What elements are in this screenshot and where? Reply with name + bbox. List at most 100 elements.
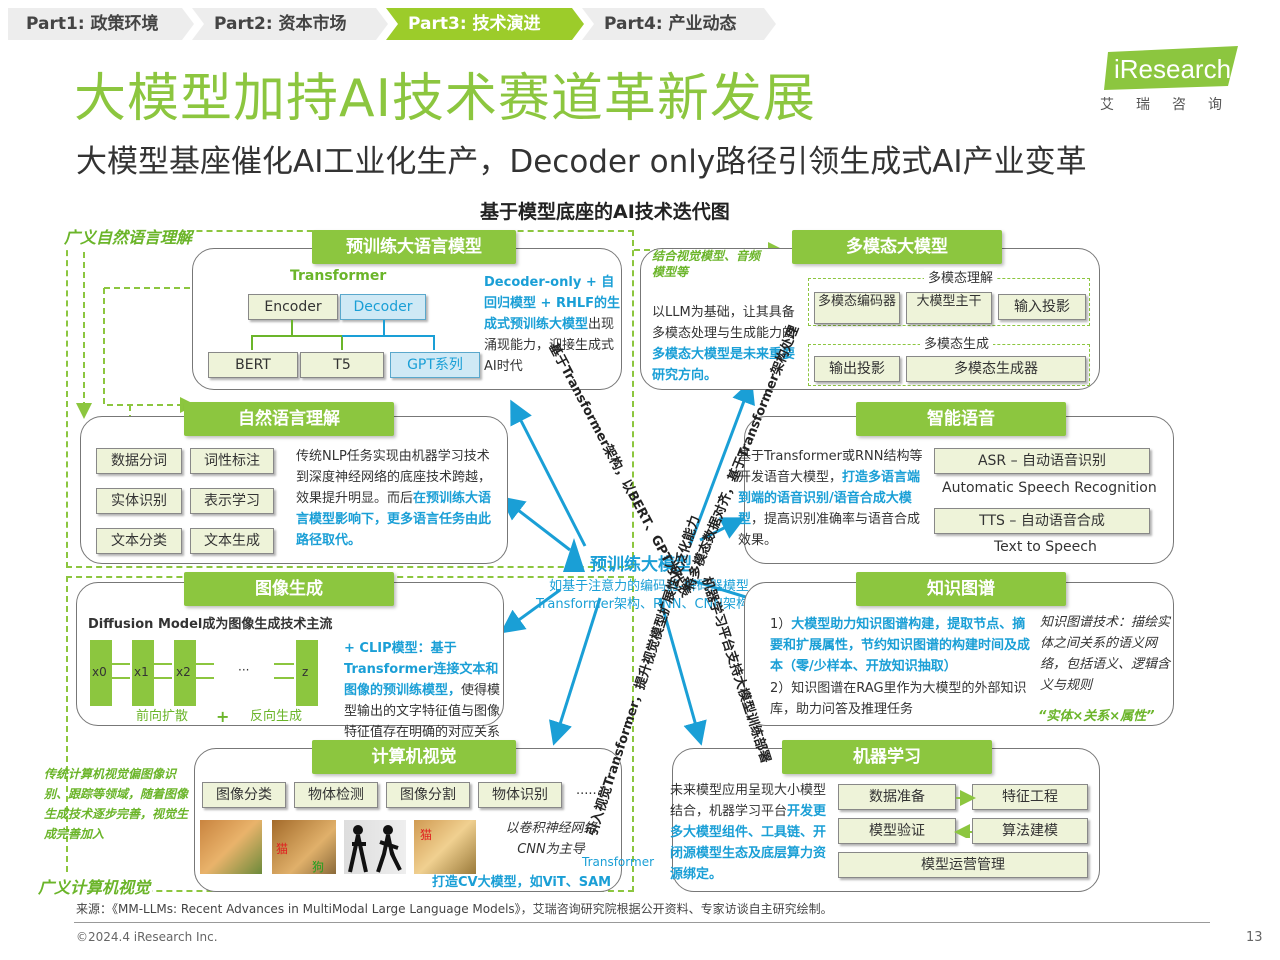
cv-bottom-highlight: 打造CV大模型，如ViT、SAM	[432, 875, 612, 890]
pretrain-llm-desc-plain: 出现涌现能力，迎接生成式AI时代	[484, 317, 615, 374]
nlu-desc-plain: 传统NLP任务实现由机器学习技术到深度神经网络的底座技术跨越，效果提升明显。而后	[296, 449, 492, 506]
cat-seg-label: 猫	[420, 828, 433, 842]
cv-more: ······	[576, 787, 601, 802]
diffusion-z: z	[302, 665, 309, 679]
page-number: 13	[1246, 930, 1263, 945]
nlu-chip-tokenize: 数据分词	[96, 448, 182, 474]
diffusion-headline: Diffusion Model成为图像生成技术主流	[88, 617, 333, 632]
pretrain-llm-desc: Decoder-only + 自回归模型 + RHLF的生成式预训练大模型出现涌…	[484, 272, 620, 377]
tts-chip: TTS – 自动语音合成	[934, 508, 1150, 534]
multimodal-desc: 以LLM为基础，让其具备多模态处理与生成能力的多模态大模型是未来重要研究方向。	[652, 302, 798, 386]
tts-english: Text to Speech	[994, 539, 1097, 555]
speech-desc-plain1: 基于Transformer或RNN结构等开发语音大模型，	[738, 449, 923, 485]
kg-point2: 2）知识图谱在RAG里作为大模型的外部知识库，助力问答及推理任务	[770, 681, 1027, 717]
cv-banner: 计算机视觉	[312, 740, 516, 774]
mm-understand-label: 多模态理解	[924, 268, 998, 289]
mm-input-proj-chip: 输入投影	[998, 294, 1086, 320]
mm-encoder-chip: 多模态编码器	[814, 292, 900, 324]
source-note: 来源：《MM-LLMs: Recent Advances in MultiMod…	[76, 902, 833, 916]
part-navigation: Part1: 政策环境 Part2: 资本市场 Part3: 技术演进 Part…	[8, 8, 778, 40]
ml-desc: 未来模型应用呈现大小模型结合，机器学习平台开发更多大模型组件、工具链、开闭源模型…	[670, 780, 832, 885]
diffusion-plus: +	[216, 707, 230, 726]
mm-generate-label: 多模态生成	[920, 334, 994, 355]
footer-divider	[74, 922, 1210, 923]
people-silhouette-image	[344, 820, 406, 874]
cv-chip-recognize: 物体识别	[478, 782, 562, 808]
speech-desc-highlight: 打造多语言端到端的语音识别/语音合成大模型	[738, 470, 921, 527]
encoder-chip: Encoder	[248, 294, 338, 320]
pretrain-llm-banner: 预训练大语言模型	[312, 230, 516, 264]
ml-banner: 机器学习	[782, 740, 992, 774]
cv-side-note: 传统计算机视觉偏图像识别、跟踪等领域，随着图像生成技术逐步完善，视觉生成完善加入	[44, 767, 189, 841]
asr-english: Automatic Speech Recognition	[942, 480, 1157, 496]
nlu-chip-repr: 表示学习	[190, 488, 274, 514]
ml-feature: 特征工程	[972, 784, 1088, 810]
ml-flow-arrows	[954, 790, 976, 838]
diffusion-x2: x2	[176, 665, 191, 679]
image-gen-banner: 图像生成	[184, 572, 394, 606]
gpt-chip: GPT系列	[390, 352, 480, 378]
broad-cv-label: 广义计算机视觉	[36, 874, 153, 898]
cat-dog-image: 猫 狗	[272, 820, 336, 874]
mm-generator-chip: 多模态生成器	[906, 356, 1086, 382]
nlu-banner: 自然语言理解	[184, 402, 394, 436]
cv-chip-detect: 物体检测	[294, 782, 378, 808]
svg-text:iResearch: iResearch	[1114, 54, 1231, 84]
ml-algo: 算法建模	[972, 818, 1088, 844]
cv-transformer-note: Transformer	[582, 855, 655, 869]
speech-banner: 智能语音	[856, 402, 1066, 436]
pretrain-llm-desc-highlight: Decoder-only + 自回归模型 + RHLF的生成式预训练大模型	[484, 275, 620, 332]
ml-desc-plain: 未来模型应用呈现大小模型结合，机器学习平台	[670, 783, 827, 819]
mm-output-proj-chip: 输出投影	[814, 356, 900, 382]
page-title: 大模型加持AI技术赛道革新发展	[74, 69, 816, 129]
cat-seg-image: 猫	[414, 820, 476, 874]
cnn-note: 以卷积神经网络CNN为主导	[505, 821, 597, 857]
kg-banner: 知识图谱	[856, 572, 1066, 606]
cv-chip-segment: 图像分割	[386, 782, 470, 808]
diffusion-bar-x1	[132, 640, 154, 706]
diffusion-bar-x2	[174, 640, 196, 706]
bert-chip: BERT	[208, 352, 298, 378]
kg-point1: 1）大模型助力知识图谱构建，提取节点、摘要和扩展属性，节约知识图谱的构建时间及成…	[770, 614, 1032, 677]
kg-point1-highlight: 大模型助力知识图谱构建，提取节点、摘要和扩展属性，节约知识图谱的构建时间及成本（…	[770, 617, 1031, 674]
clip-desc-highlight: + CLIP模型：基于Transformer连接文本和图像的预训练模型，	[344, 641, 499, 698]
decoder-chip: Decoder	[340, 294, 426, 320]
kg-side-desc: 知识图谱技术：描绘实体之间关系的语义网络，包括语义、逻辑含义与规则	[1040, 615, 1171, 693]
multimodal-desc-highlight: 多模态大模型是未来重要研究方向。	[652, 347, 796, 383]
multimodal-note: 结合视觉模型、音频模型等	[652, 249, 761, 279]
cv-chip-classify: 图像分类	[202, 782, 286, 808]
diagram-title: 基于模型底座的AI技术迭代图	[480, 201, 730, 223]
clip-desc-plain: 使得模型输出的文字特征值与图像特征值存在明确的对应关系	[344, 683, 501, 740]
mm-backbone-chip: 大模型主干	[906, 292, 992, 324]
tab-part4[interactable]: Part4: 产业动态	[582, 8, 776, 40]
nlu-chip-pos-tag: 词性标注	[190, 448, 274, 474]
center-pretrain-title: 预训练大模型	[590, 555, 692, 575]
tab-part2[interactable]: Part2: 资本市场	[192, 8, 388, 40]
transformer-tree-lines	[251, 320, 435, 350]
diffusion-x0: x0	[92, 665, 107, 679]
nlu-desc-highlight: 在预训练大语言模型影响下，更多语言任务由此路径取代。	[296, 491, 492, 548]
nlu-chip-ner: 实体识别	[96, 488, 182, 514]
cat-label: 猫	[276, 842, 289, 856]
logo-subtitle: 艾瑞咨询	[1100, 97, 1244, 113]
center-pretrain-desc: 如基于注意力的编码器-解码器模型Transformer架构、RNN、CNN架构等	[535, 579, 762, 612]
ml-data-prep: 数据准备	[838, 784, 956, 810]
asr-chip: ASR – 自动语音识别	[934, 448, 1150, 474]
page-subtitle: 大模型基座催化AI工业化生产，Decoder only路径引领生成式AI产业变革	[76, 144, 1087, 180]
cat-image	[200, 820, 262, 874]
copyright: ©2024.4 iResearch Inc.	[76, 930, 218, 944]
multimodal-desc-plain: 以LLM为基础，让其具备多模态处理与生成能力的	[652, 305, 796, 341]
ml-validate: 模型验证	[838, 818, 956, 844]
diffusion-reverse: 反向生成	[250, 709, 303, 724]
nlu-desc: 传统NLP任务实现由机器学习技术到深度神经网络的底座技术跨越，效果提升明显。而后…	[296, 446, 492, 551]
tab-part1[interactable]: Part1: 政策环境	[8, 8, 194, 40]
tab-part3[interactable]: Part3: 技术演进	[386, 8, 584, 40]
multimodal-banner: 多模态大模型	[792, 230, 1002, 264]
t5-chip: T5	[300, 352, 384, 378]
diffusion-x1: x1	[134, 665, 149, 679]
kg-formula: “实体×关系×属性”	[1038, 709, 1155, 724]
nlu-chip-classify: 文本分类	[96, 528, 182, 554]
diffusion-dots: ···	[238, 663, 250, 677]
nlu-chip-generate: 文本生成	[190, 528, 274, 554]
diffusion-arrows	[112, 663, 294, 679]
